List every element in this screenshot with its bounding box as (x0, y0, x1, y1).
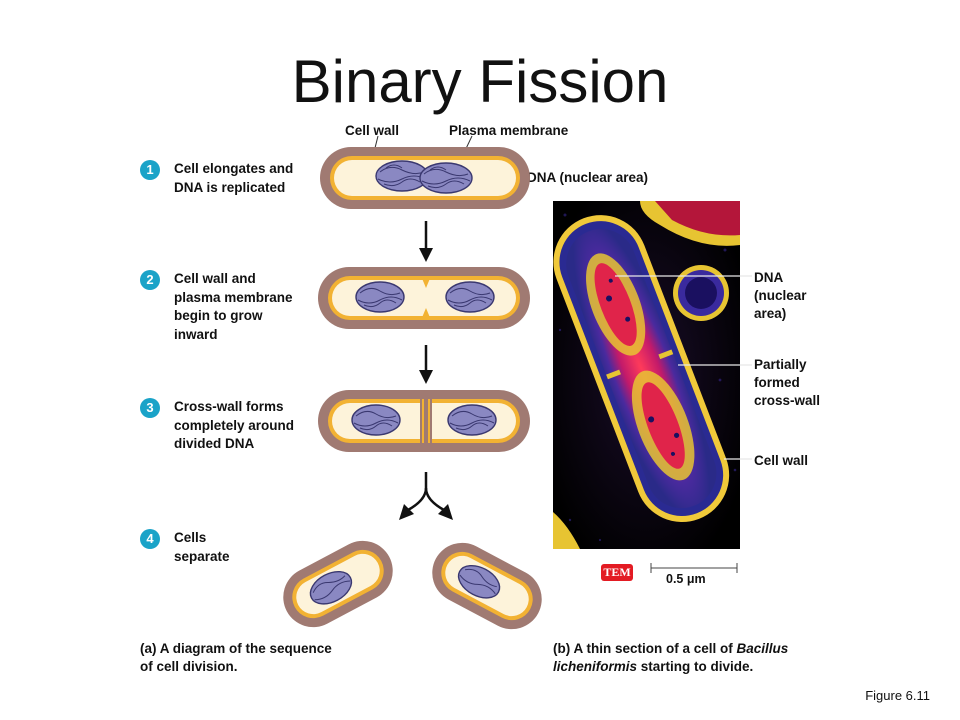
mg-crosswall-label: Partially formed cross-wall (754, 357, 821, 408)
step-badge-3: 3 (140, 398, 160, 418)
tem-micrograph (553, 201, 740, 549)
step-badge-4: 4 (140, 529, 160, 549)
cell-wall-label: Cell wall (345, 123, 400, 138)
dna-coil-3a (351, 404, 401, 436)
step-badge-1: 1 (140, 160, 160, 180)
arrow-down-icon (419, 345, 433, 384)
cell-step-2 (318, 267, 530, 329)
scale-bar-label: 0.5 μm (666, 572, 706, 586)
cell-step-4-left (283, 540, 393, 628)
step-text-4: Cells separate (174, 530, 230, 564)
dna-coil-1b (419, 162, 473, 194)
mg-dna-label: DNA (nuclear area) (754, 270, 807, 321)
dna-coil-2b (445, 281, 495, 313)
step-badge-2: 2 (140, 270, 160, 290)
split-arrow-icon (399, 472, 453, 520)
page-title: Binary Fission (291, 48, 669, 115)
dna-coil-2a (355, 281, 405, 313)
figure-number: Figure 6.11 (865, 688, 930, 703)
cell-step-4-right (432, 542, 542, 630)
cell-step-3 (318, 390, 530, 452)
tem-badge: TEM (601, 564, 633, 581)
plasma-membrane-label: Plasma membrane (449, 123, 569, 138)
dna-coil-3b (447, 404, 497, 436)
step-text-2: Cell wall and plasma membrane begin to g… (174, 271, 293, 342)
dna-nuclear-area-label: DNA (nuclear area) (527, 170, 649, 185)
caption-a: (a) A diagram of the sequence of cell di… (140, 641, 332, 674)
scale-bar (650, 563, 738, 573)
step-text-3: Cross-wall forms completely around divid… (174, 399, 295, 451)
arrow-down-icon (419, 221, 433, 262)
mg-cellwall-label: Cell wall (754, 453, 809, 468)
caption-b: (b) A thin section of a cell of Bacillus… (553, 641, 789, 674)
step-text-1: Cell elongates and DNA is replicated (174, 161, 294, 195)
cell-step-1 (320, 147, 530, 209)
